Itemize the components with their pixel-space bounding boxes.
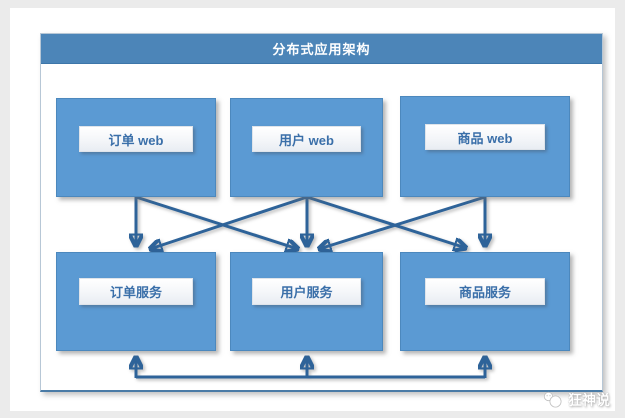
node-goods-web: 商品 web [400, 96, 570, 197]
node-user-web-label: 用户 web [252, 126, 361, 152]
diagram-title: 分布式应用架构 [272, 42, 371, 57]
node-user-web: 用户 web [230, 98, 383, 197]
node-goods-web-label: 商品 web [424, 124, 546, 150]
connector-arrows [41, 195, 602, 379]
node-goods-service-label: 商品服务 [424, 278, 546, 305]
node-order-web-label: 订单 web [79, 126, 193, 152]
node-order-web: 订单 web [56, 98, 216, 197]
node-user-service: 用户服务 [230, 252, 383, 351]
panda-logo-icon [543, 391, 562, 408]
diagram-canvas: 订单 web 用户 web 商品 web 订单服务 用户服务 商品服务 [41, 64, 602, 391]
watermark-text: 狂神说 [568, 392, 610, 408]
content-card: 分布式应用架构 [10, 8, 615, 411]
diagram-title-bar: 分布式应用架构 [41, 34, 602, 64]
architecture-diagram: 分布式应用架构 [40, 33, 603, 392]
node-goods-service: 商品服务 [400, 252, 570, 351]
watermark: 狂神说 [542, 389, 610, 411]
node-user-service-label: 用户服务 [252, 278, 361, 305]
node-order-service-label: 订单服务 [79, 278, 193, 305]
node-order-service: 订单服务 [56, 252, 216, 351]
